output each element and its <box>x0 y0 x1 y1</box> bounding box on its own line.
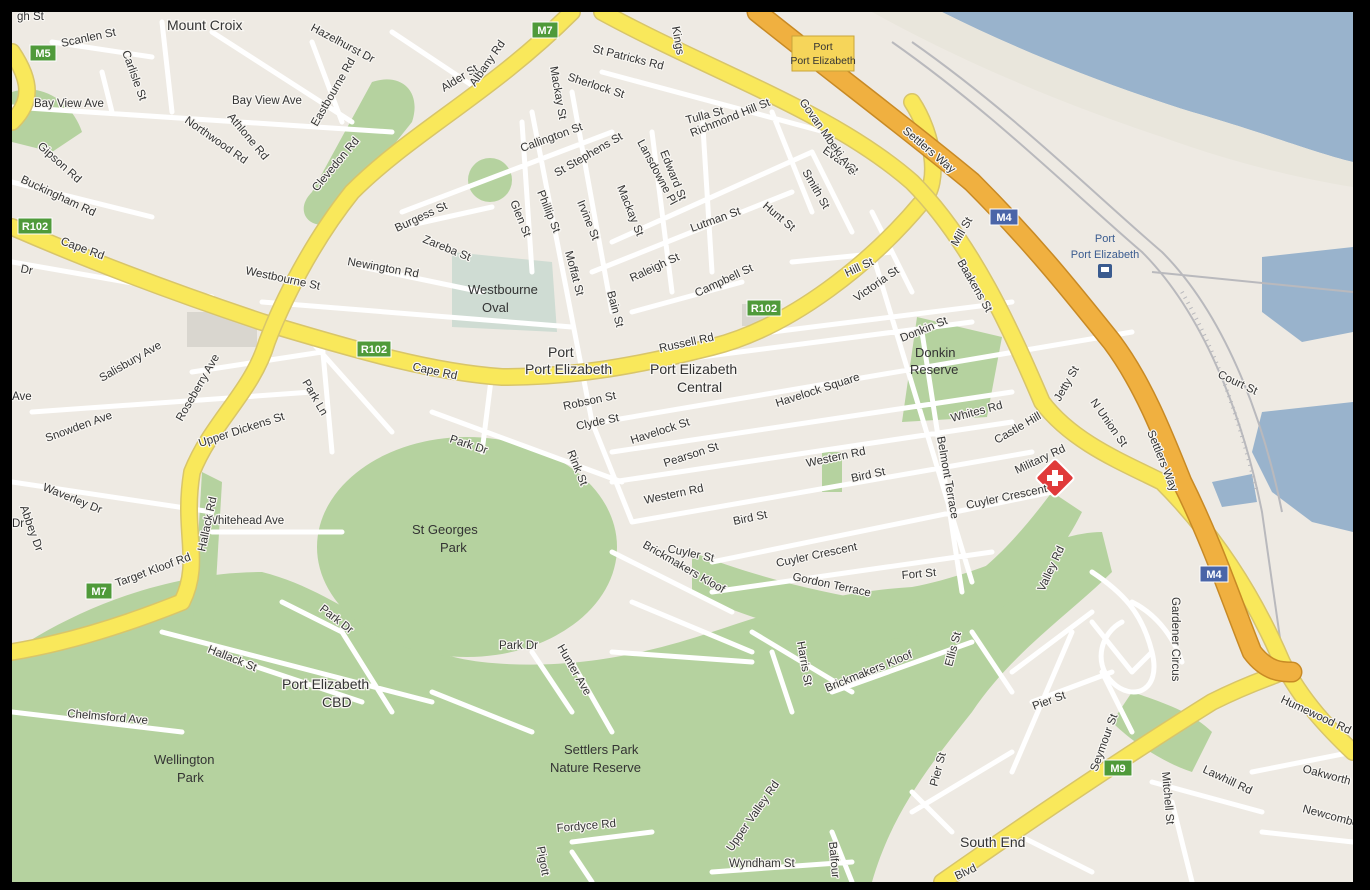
park-westbourne-2: Oval <box>482 300 509 315</box>
shield-r102-right: R102 <box>746 299 782 317</box>
park-settlers: Settlers Park <box>564 742 639 757</box>
shield-m4-bottom: M4 <box>1199 565 1229 583</box>
port-elizabeth-marker[interactable]: Port Port Elizabeth <box>790 35 856 72</box>
svg-text:M7: M7 <box>537 25 552 37</box>
park-settlers-2: Nature Reserve <box>550 760 641 775</box>
area-south-end: South End <box>960 834 1025 850</box>
small-park <box>822 452 842 492</box>
park-donkin-2: Reserve <box>910 362 958 377</box>
svg-text:Port Elizabeth: Port Elizabeth <box>1071 249 1139 261</box>
area-pe-cbd-2: CBD <box>322 694 352 710</box>
svg-text:Bay View Ave: Bay View Ave <box>34 98 104 110</box>
svg-text:R102: R102 <box>751 303 777 315</box>
beach-area <box>872 12 1353 187</box>
valley-green-area <box>692 492 1082 642</box>
svg-text:M4: M4 <box>1206 569 1222 581</box>
park-strip-north <box>303 79 415 225</box>
park-wellington-2: Park <box>177 770 204 785</box>
govan-mbeki-baakens-road <box>594 12 1353 760</box>
settlers-way-highway <box>748 12 1301 681</box>
svg-text:gh St: gh St <box>17 12 45 23</box>
svg-text:Port Elizabeth: Port Elizabeth <box>790 55 856 67</box>
svg-text:Dr: Dr <box>19 263 34 277</box>
road-m5 <box>12 44 35 130</box>
svg-text:Port: Port <box>1095 233 1115 245</box>
park-strip-west <box>192 472 222 652</box>
park-donkin: Donkin <box>915 345 955 360</box>
railway-main <box>891 41 1283 653</box>
sea-water <box>942 12 1353 162</box>
svg-text:R102: R102 <box>361 344 387 356</box>
svg-text:Bay View Ave: Bay View Ave <box>232 95 302 107</box>
harbour-water-north <box>1262 247 1353 342</box>
svg-text:M9: M9 <box>1110 763 1125 775</box>
hospital-icon[interactable] <box>1035 458 1075 498</box>
shield-m9: M9 <box>1103 759 1133 777</box>
park-wellington: Wellington <box>154 752 214 767</box>
svg-text:Ave: Ave <box>12 391 32 403</box>
park-st-georges: St Georges <box>412 522 478 537</box>
park-westbourne: Westbourne <box>468 282 538 297</box>
shield-m7-top: M7 <box>531 21 559 39</box>
area-mount-croix: Mount Croix <box>167 17 242 33</box>
svg-text:Whitehead Ave: Whitehead Ave <box>207 515 284 527</box>
area-pe-cbd: Port Elizabeth <box>282 676 369 692</box>
map-canvas[interactable]: M5 M7 M7 R102 R102 R102 M4 M4 M9 Port Po… <box>12 12 1353 882</box>
albany-roseberry-road <box>12 12 580 660</box>
area-port-elizabeth: Port Elizabeth <box>525 361 612 377</box>
area-pe-central: Central <box>677 379 722 395</box>
cape-russell-road <box>12 94 941 385</box>
svg-text:M5: M5 <box>35 48 50 60</box>
major-road-network <box>12 12 1353 882</box>
svg-text:Balfour: Balfour <box>826 841 841 879</box>
railway-secondary <box>911 41 1283 513</box>
road-m9 <box>934 664 1290 882</box>
svg-text:Gardener Circus: Gardener Circus <box>1169 597 1181 682</box>
train-station-icon[interactable]: Port Port Elizabeth <box>1071 233 1139 278</box>
svg-text:Port: Port <box>813 41 832 53</box>
svg-text:Dr: Dr <box>12 518 24 530</box>
svg-text:Fort St: Fort St <box>901 567 937 582</box>
svg-text:Wyndham St: Wyndham St <box>729 858 796 870</box>
shield-m7-left: M7 <box>85 582 113 600</box>
minor-road-network <box>12 19 1353 882</box>
st-georges-park-area <box>317 437 617 657</box>
shield-m4-top: M4 <box>989 208 1019 226</box>
svg-text:M4: M4 <box>996 212 1012 224</box>
shield-m5: M5 <box>29 44 57 62</box>
harbour-dock <box>1212 474 1257 507</box>
shield-r102-left: R102 <box>17 217 53 235</box>
svg-text:R102: R102 <box>22 221 48 233</box>
railway-branch <box>1151 271 1353 293</box>
map-view[interactable]: M5 M7 M7 R102 R102 R102 M4 M4 M9 Port Po… <box>12 12 1353 882</box>
shield-r102-mid: R102 <box>356 340 392 358</box>
svg-text:M7: M7 <box>91 586 106 598</box>
park-st-georges-2: Park <box>440 540 467 555</box>
area-port-elizabeth-1: Port <box>548 344 574 360</box>
area-pe-central-1: Port Elizabeth <box>650 361 737 377</box>
svg-text:Park Dr: Park Dr <box>499 640 538 652</box>
harbour-water-south <box>1252 402 1353 532</box>
